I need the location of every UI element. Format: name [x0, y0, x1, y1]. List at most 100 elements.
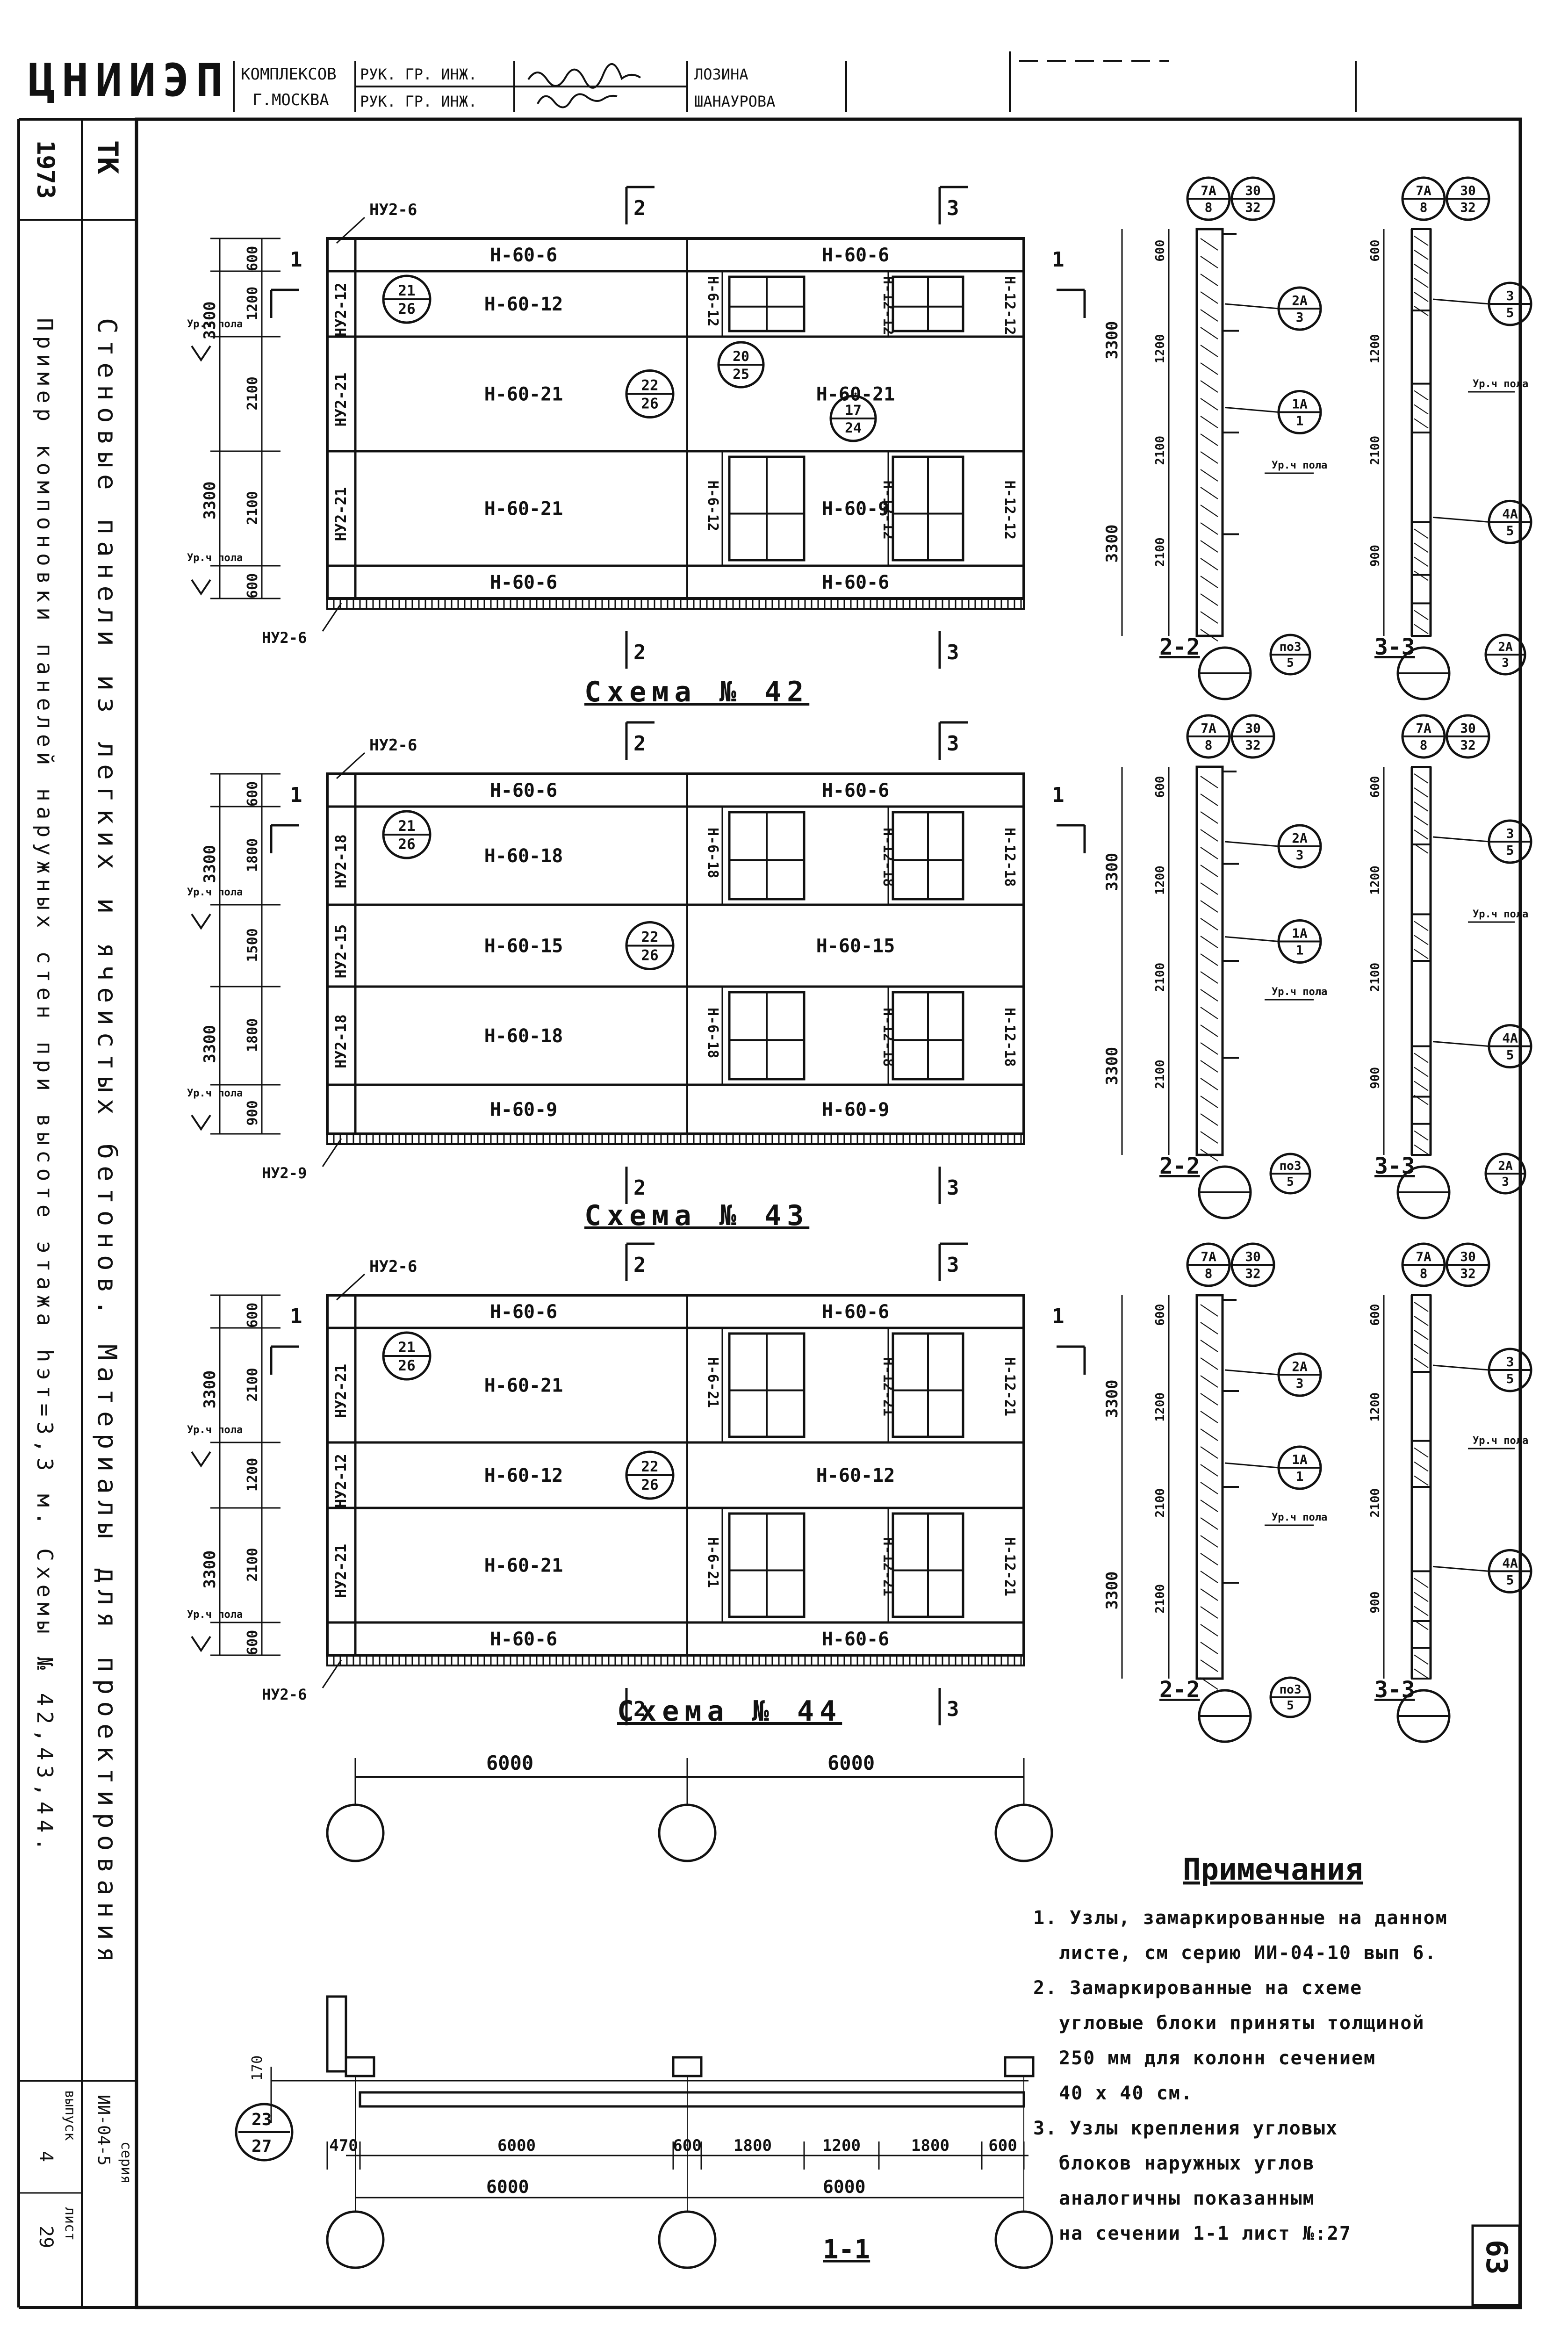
dim-label: 600: [245, 1630, 261, 1655]
window-label: Н-12-12: [1001, 481, 1018, 540]
window: [892, 1332, 964, 1438]
panel-label: Н-60-6: [490, 245, 558, 266]
axis-circle: [994, 1803, 1053, 1862]
corner-panel-label: НУ2-21: [332, 487, 350, 541]
axis-circle: [658, 1803, 717, 1862]
callout-top: 3: [1506, 826, 1514, 841]
corner-panel-label: НУ2-12: [332, 1454, 350, 1508]
panel-label: Н-60-6: [822, 1301, 890, 1323]
plan-dim: 6000: [497, 2136, 536, 2155]
dim-label: 1200: [1368, 334, 1382, 363]
callout-top: 3: [1506, 288, 1514, 303]
callout-bottom: 32: [1245, 737, 1261, 753]
dim-label: 1200: [245, 1458, 261, 1492]
callout-top: 22: [641, 929, 658, 946]
window: [728, 1332, 806, 1438]
dim-label: 2100: [1153, 1584, 1167, 1614]
plan-dim-6000-b: 6000: [823, 2177, 866, 2197]
section-title-2-2: 2-2: [1159, 634, 1200, 660]
svg-text:3: 3: [947, 196, 959, 220]
wall-section-2-2: [1195, 1294, 1224, 1680]
dim-label: 600: [1368, 776, 1382, 798]
window: [892, 811, 964, 901]
window: [728, 811, 806, 901]
level-mark: Ур.ч пола: [187, 552, 243, 596]
callout-top: 4А: [1502, 506, 1518, 521]
issue-value: 4: [35, 2151, 57, 2162]
org-line1: КОМПЛЕКСОВ: [241, 65, 337, 84]
dim-label: 900: [1368, 1592, 1382, 1614]
callout-bottom: 5: [1506, 1371, 1514, 1386]
corner-panel-label: НУ2-18: [332, 834, 350, 888]
left-strip: 1973 ТК Стеновые панели из легких и ячеи…: [19, 140, 137, 2248]
dim-label: 600: [245, 1303, 261, 1328]
callout-bottom: 24: [845, 420, 862, 436]
callout-bottom: 1: [1296, 1469, 1304, 1484]
section-callout: 4А5: [1488, 1024, 1532, 1069]
window-label: Н-12-12: [880, 276, 896, 335]
callout-bottom: 32: [1460, 737, 1476, 753]
section-title-2-2: 2-2: [1159, 1153, 1200, 1179]
callout-top: 30: [1460, 1249, 1476, 1264]
window-label: Н-6-18: [705, 828, 721, 878]
dim-label: 600: [245, 781, 261, 807]
svg-text:27: 27: [252, 2137, 272, 2156]
svg-text:1: 1: [290, 248, 302, 272]
callout-top: 30: [1460, 721, 1476, 736]
axis-circle: [1396, 646, 1451, 700]
svg-text:3: 3: [947, 1176, 959, 1200]
callout-bottom: 32: [1245, 1266, 1261, 1281]
window-label: Н-12-18: [880, 828, 896, 887]
svg-text:1: 1: [290, 783, 302, 807]
dim-label: 2100: [1153, 963, 1167, 992]
callout-bottom: 26: [398, 836, 415, 853]
corner-top-label: НУ2-6: [369, 736, 417, 755]
window-label: Н-12-18: [1001, 828, 1018, 887]
note-line: блоков наружных углов: [1059, 2153, 1315, 2174]
note-line: листе, см серию ИИ-04-10 вып 6.: [1059, 1942, 1437, 1964]
section-callout: 1А1: [1277, 919, 1322, 964]
role1: РУК. ГР. ИНЖ.: [360, 65, 477, 83]
section-callout: 35: [1488, 819, 1532, 864]
callout-top: 21: [398, 1339, 415, 1356]
dim-label: 2100: [1153, 1060, 1167, 1089]
window-label: Н-12-21: [1001, 1537, 1018, 1596]
svg-text:3300: 3300: [1103, 525, 1122, 563]
svg-text:серия: серия: [118, 2141, 134, 2184]
sheet-frame: [135, 117, 1522, 2309]
wall-section-2-2: [1195, 765, 1224, 1156]
callout-top: 2А: [1498, 1159, 1513, 1173]
note-line: на сечении 1-1 лист №:27: [1059, 2223, 1352, 2244]
axis-circle: [1198, 646, 1252, 700]
level-mark: Ур.ч пола: [187, 887, 243, 930]
scheme-outline: [326, 237, 1025, 600]
section-callout: 2А3: [1484, 634, 1526, 676]
callout-top: 1А: [1292, 397, 1308, 412]
callout-bottom: 5: [1506, 843, 1514, 858]
callout-bottom: 32: [1245, 200, 1261, 215]
dim-label: 1200: [1368, 1392, 1382, 1422]
org-line2: Г.МОСКВА: [252, 91, 329, 109]
callout-top: 21: [398, 818, 415, 835]
callout-top: 1А: [1292, 1452, 1308, 1467]
callout-top: по3: [1279, 1159, 1301, 1173]
level-mark: Ур.ч пола: [187, 318, 243, 362]
series-value: ИИ-04-5: [94, 2095, 113, 2166]
dim-label: 1200: [1368, 865, 1382, 895]
role2: РУК. ГР. ИНЖ.: [360, 93, 477, 110]
plan-dim: 1800: [734, 2136, 772, 2155]
callout-bottom: 8: [1420, 737, 1428, 753]
axis-circle: [1396, 1165, 1451, 1219]
dim-label: 600: [1368, 1304, 1382, 1326]
panel-label: Н-60-12: [484, 294, 563, 315]
dim-label: 2100: [1368, 963, 1382, 992]
svg-text:2: 2: [633, 1253, 646, 1277]
dim-total: 3300: [201, 1370, 219, 1409]
panel-label: Н-60-9: [822, 498, 890, 520]
scheme-42: Н-60-6Н-60-12Н-60-21Н-60-21Н-60-6Н-60-6Н…: [187, 186, 1086, 708]
